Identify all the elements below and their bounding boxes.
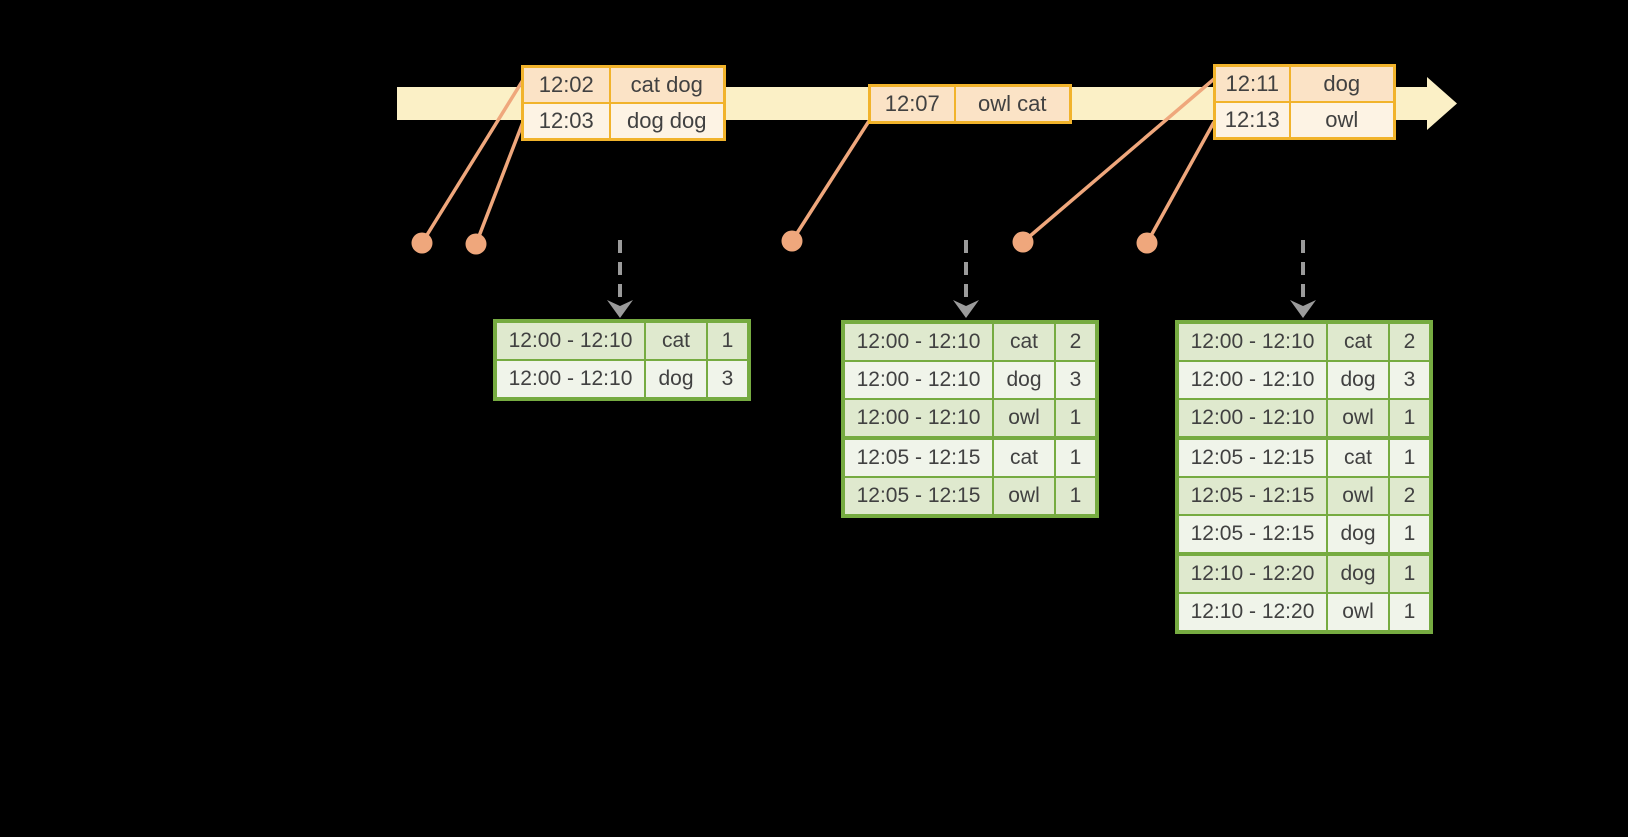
word-cell: cat — [644, 320, 708, 361]
window-cell: 12:10 - 12:20 — [1176, 592, 1328, 633]
event-time-dot — [465, 233, 487, 255]
window-cell: 12:10 - 12:20 — [1176, 552, 1328, 594]
count-cell: 1 — [1054, 398, 1098, 439]
word-cell: dog — [1326, 360, 1390, 400]
window-cell: 12:05 - 12:15 — [1176, 436, 1328, 478]
word-cell: cat — [992, 321, 1056, 362]
word-cell: owl — [1326, 592, 1390, 633]
count-cell: 3 — [706, 359, 750, 400]
count-cell: 1 — [1054, 476, 1098, 517]
connector-line — [1021, 77, 1216, 244]
count-cell: 2 — [1054, 321, 1098, 362]
event-time-cell: 12:03 — [521, 102, 611, 141]
down-arrowhead-icon — [607, 300, 633, 318]
word-cell: owl — [1326, 398, 1390, 439]
count-cell: 3 — [1388, 360, 1432, 400]
event-words-cell: dog — [1288, 64, 1396, 103]
event-time-dot — [411, 232, 433, 254]
count-cell: 2 — [1388, 321, 1432, 362]
count-cell: 2 — [1388, 476, 1432, 516]
event-connectors — [411, 77, 1216, 255]
word-cell: owl — [992, 398, 1056, 439]
connector-line — [1145, 121, 1216, 244]
event-time-cell: 12:11 — [1213, 64, 1291, 103]
count-cell: 3 — [1054, 360, 1098, 400]
event-words-cell: owl — [1288, 101, 1396, 140]
window-cell: 12:00 - 12:10 — [1176, 360, 1328, 400]
window-cell: 12:00 - 12:10 — [494, 320, 646, 361]
word-cell: dog — [1326, 552, 1390, 594]
event-time-dot — [781, 230, 803, 252]
window-cell: 12:00 - 12:10 — [1176, 398, 1328, 439]
window-cell: 12:05 - 12:15 — [842, 476, 994, 517]
event-words-cell: owl cat — [953, 84, 1072, 124]
count-cell: 1 — [1388, 514, 1432, 555]
word-cell: owl — [1326, 476, 1390, 516]
window-cell: 12:05 - 12:15 — [1176, 514, 1328, 555]
count-cell: 1 — [706, 320, 750, 361]
word-cell: dog — [644, 359, 708, 400]
connector-line — [420, 79, 525, 244]
window-cell: 12:00 - 12:10 — [842, 398, 994, 439]
count-cell: 1 — [1388, 398, 1432, 439]
event-time-dot — [1012, 231, 1034, 253]
event-words-cell: dog dog — [608, 102, 726, 141]
event-time-cell: 12:07 — [868, 84, 956, 124]
count-cell: 1 — [1054, 436, 1098, 478]
word-cell: owl — [992, 476, 1056, 517]
event-words-cell: cat dog — [608, 65, 726, 104]
window-cell: 12:00 - 12:10 — [842, 321, 994, 362]
word-cell: cat — [1326, 321, 1390, 362]
window-cell: 12:05 - 12:15 — [1176, 476, 1328, 516]
word-cell: cat — [1326, 436, 1390, 478]
count-cell: 1 — [1388, 592, 1432, 633]
down-arrowhead-icon — [1290, 300, 1316, 318]
event-time-dot — [1136, 232, 1158, 254]
timeline-arrowhead-icon — [1427, 77, 1457, 130]
connector-line — [474, 121, 525, 245]
count-cell: 1 — [1388, 436, 1432, 478]
window-cell: 12:00 - 12:10 — [842, 360, 994, 400]
window-cell: 12:05 - 12:15 — [842, 436, 994, 478]
event-time-cell: 12:13 — [1213, 101, 1291, 140]
event-time-cell: 12:02 — [521, 65, 611, 104]
trigger-arrows — [607, 240, 1316, 318]
window-cell: 12:00 - 12:10 — [1176, 321, 1328, 362]
word-cell: dog — [1326, 514, 1390, 555]
window-cell: 12:00 - 12:10 — [494, 359, 646, 400]
connector-line — [790, 120, 871, 242]
down-arrowhead-icon — [953, 300, 979, 318]
word-cell: dog — [992, 360, 1056, 400]
word-cell: cat — [992, 436, 1056, 478]
count-cell: 1 — [1388, 552, 1432, 594]
